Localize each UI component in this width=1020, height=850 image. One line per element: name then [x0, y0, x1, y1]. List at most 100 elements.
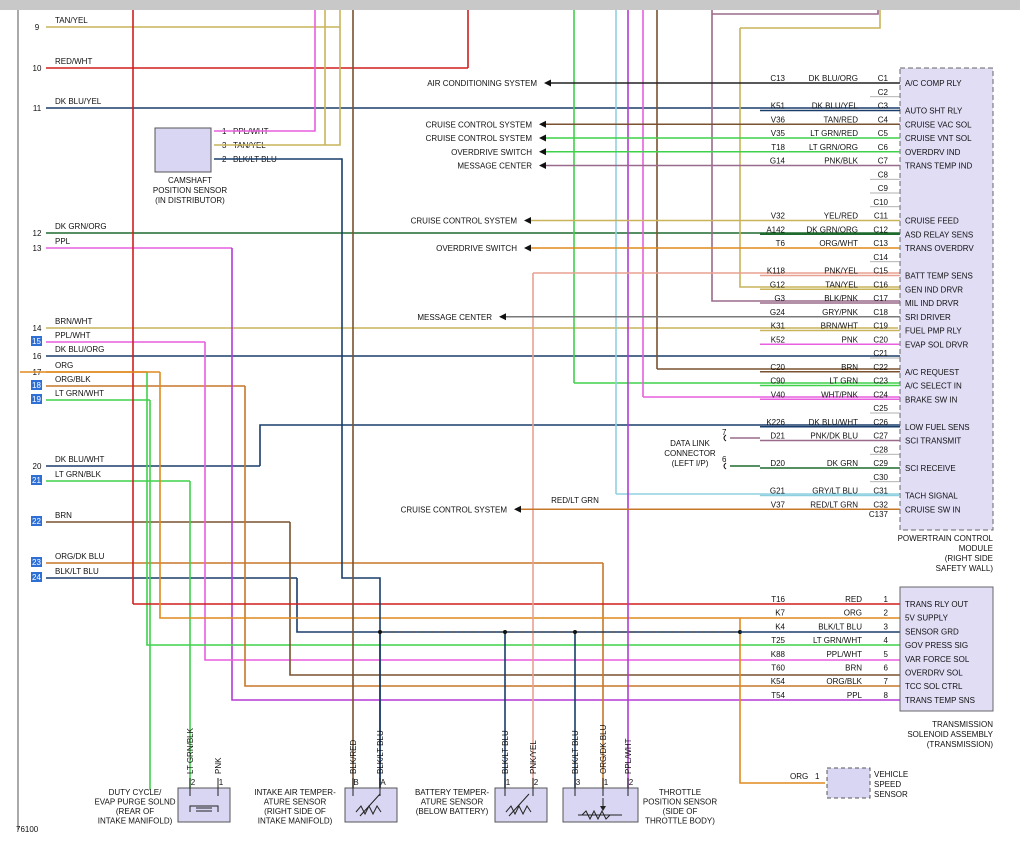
pcm-function: EVAP SOL DRVR [905, 340, 969, 349]
vss-caption: SPEED [874, 780, 901, 789]
dlc-caption: DATA LINK [670, 439, 710, 448]
component-wire-label: BLK/RED [349, 740, 358, 774]
pcm-wire-label: PNK [842, 335, 859, 344]
pcm-caption: POWERTRAIN CONTROL [898, 534, 994, 543]
pcm-wire-label: DK BLU/WHT [809, 418, 858, 427]
wire-color-label: DK BLU/YEL [55, 97, 102, 106]
component-pin: 2 [534, 778, 539, 787]
pcm-circuit: K226 [766, 418, 785, 427]
tsa-function: VAR FORCE SOL [905, 655, 970, 664]
tsa-box [899, 586, 994, 712]
pcm-function: AUTO SHT RLY [905, 107, 963, 116]
wire-color-label: LT GRN/WHT [55, 389, 104, 398]
pcm-circuit: C90 [770, 377, 785, 386]
component-wire-label: ORG/DK BLU [599, 724, 608, 774]
pcm-wire-label: RED/LT GRN [810, 500, 858, 509]
component-pin: B [353, 778, 358, 787]
pcm-wire-label: GRY/LT BLU [812, 487, 858, 496]
component-caption: ATURE SENSOR [264, 798, 327, 807]
pcm-circuit: G3 [774, 294, 785, 303]
wire-color-label: TAN/YEL [55, 16, 88, 25]
tsa-pin: 3 [884, 622, 889, 631]
solenoid-icon [189, 805, 219, 812]
pcm-function: LOW FUEL SENS [905, 423, 970, 432]
pcm-function: BATT TEMP SENS [905, 272, 973, 281]
wiper-arrow-icon [600, 806, 606, 811]
vss-box [826, 767, 871, 799]
wire-number-highlight [31, 516, 42, 526]
component-wire-label: PNK/YEL [529, 740, 538, 774]
wire-number: 10 [33, 64, 42, 73]
wire-color-label: ORG [55, 361, 73, 370]
wire-blkpnk-c17 [711, 10, 900, 302]
thermistor-icon [355, 793, 382, 817]
arrow-icon [524, 244, 531, 252]
pcm-circuit: K118 [767, 267, 786, 276]
tsa-pin: 7 [884, 677, 889, 686]
wire-plum-top [712, 10, 879, 15]
wire-color-label: DK BLU/ORG [55, 345, 104, 354]
pcm-wire-label: DK GRN/ORG [806, 225, 858, 234]
tsa-circuit: K88 [771, 650, 786, 659]
tsa-wire-label: ORG [844, 609, 862, 618]
component-wire-label: PPL/WHT [624, 738, 633, 774]
pcm-pin: C17 [873, 294, 888, 303]
pcm-function: SRI DRIVER [905, 313, 951, 322]
pcm-wire-label: ORG/WHT [819, 239, 858, 248]
output-label: MESSAGE CENTER [417, 313, 492, 322]
tsa-function: GOV PRESS SIG [905, 641, 968, 650]
pcm-wire-label: YEL/RED [824, 212, 858, 221]
output-label: AIR CONDITIONING SYSTEM [427, 79, 537, 88]
pcm-circuit: K52 [771, 335, 786, 344]
pcm-wire-label: TAN/RED [823, 115, 858, 124]
component-caption: THROTTLE [659, 788, 701, 797]
pcm-function: SCI RECEIVE [905, 464, 956, 473]
tsa-function: TRANS RLY OUT [905, 600, 968, 609]
component-caption: (SIDE OF [663, 807, 698, 816]
component-pin: 2 [629, 778, 634, 787]
pcm-caption: (RIGHT SIDE [945, 554, 993, 563]
arrow-icon [539, 162, 546, 169]
tsa-caption: TRANSMISSION [932, 720, 993, 729]
pcm-connector: C137 [869, 510, 889, 519]
pcm-pin: C13 [873, 239, 888, 248]
wire-number: 21 [32, 476, 41, 485]
pcm-pin: C27 [873, 432, 888, 441]
tsa-pin: 4 [884, 636, 889, 645]
component-caption: DUTY CYCLE/ [109, 788, 163, 797]
tsa-pin: 6 [884, 664, 889, 673]
pcm-function: BRAKE SW IN [905, 395, 958, 404]
pcm-function: GEN IND DRVR [905, 285, 963, 294]
component-box [177, 787, 231, 823]
wire-color-label: DK BLU/WHT [55, 455, 104, 464]
pcm-wire-label: PNK/DK BLU [810, 432, 858, 441]
pcm-function: CRUISE FEED [905, 217, 959, 226]
arrow-icon [544, 79, 551, 87]
pcm-pin: C16 [873, 280, 888, 289]
pcm-pin: C26 [873, 418, 888, 427]
component-wire-label: LT GRN/BLK [186, 727, 195, 774]
pcm-pin: C5 [878, 129, 889, 138]
component-caption: BATTERY TEMPER- [415, 788, 489, 797]
component-pin: 2 [191, 778, 196, 787]
component-caption: INTAKE MANIFOLD) [98, 817, 173, 826]
pcm-pin: C8 [878, 170, 889, 179]
wire-color-label: PPL [55, 237, 71, 246]
pcm-pin: C14 [873, 253, 888, 262]
wire-ppl [231, 248, 900, 701]
pcm-pin: C2 [878, 88, 889, 97]
pcm-pin: C31 [873, 487, 888, 496]
splice-dot [378, 630, 382, 634]
wire-blkltblu [296, 578, 740, 633]
pcm-function: CRUISE VAC SOL [905, 120, 972, 129]
pcm-wire-label: PNK/YEL [824, 267, 858, 276]
wire-color-label: LT GRN/BLK [55, 470, 102, 479]
pcm-wire-label: LT GRN/ORG [809, 143, 858, 152]
tsa-pin: 8 [884, 691, 889, 700]
arrow-icon [539, 134, 546, 142]
pcm-circuit: V32 [771, 212, 786, 221]
tsa-pin: 2 [884, 609, 889, 618]
wire-color-label: RED/LT GRN [551, 496, 599, 505]
pcm-pin: C15 [873, 267, 888, 276]
pcm-function: ASD RELAY SENS [905, 230, 973, 239]
